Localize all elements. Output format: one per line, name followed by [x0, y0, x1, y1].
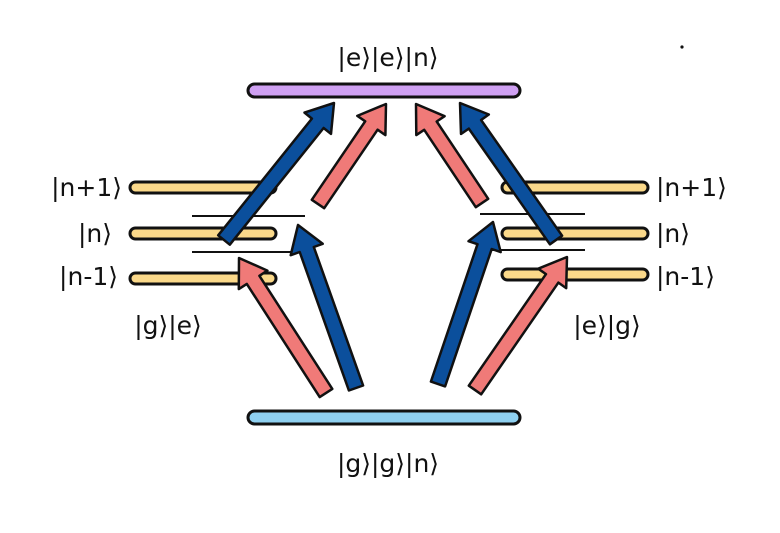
- bottom-level-bar: [246, 409, 522, 426]
- arrow-blue-upper-left: [216, 101, 336, 246]
- right-level-label-n-minus-1: |n-1⟩: [656, 262, 715, 291]
- arrow-blue-lower-left: [289, 223, 365, 392]
- arrow-red-lower-left: [237, 256, 334, 399]
- arrow-red-lower-right: [467, 255, 569, 396]
- right-level-n-plus-1: [500, 180, 650, 195]
- arrow-red-upper-right: [414, 102, 490, 209]
- right-state-label: |e⟩|g⟩: [573, 311, 641, 340]
- right-level-label-n: |n⟩: [656, 219, 690, 248]
- arrow-blue-lower-right: [429, 220, 502, 388]
- bottom-state-label: |g⟩|g⟩|n⟩: [337, 449, 439, 478]
- left-level-label-n: |n⟩: [78, 219, 112, 248]
- top-level-bar: [246, 82, 522, 99]
- transition-arrows: [216, 101, 569, 399]
- right-level-n: [500, 226, 650, 241]
- left-level-label-n-plus-1: |n+1⟩: [51, 173, 122, 202]
- top-state-label: |e⟩|e⟩|n⟩: [337, 43, 438, 72]
- right-level-n-minus-1: [500, 267, 650, 282]
- left-state-label: |g⟩|e⟩: [134, 311, 202, 340]
- arrow-blue-upper-right: [458, 101, 564, 246]
- left-level-label-n-minus-1: |n-1⟩: [59, 262, 118, 291]
- left-level-n: [128, 226, 278, 241]
- stray-dot: [680, 45, 684, 49]
- arrow-red-upper-left: [310, 102, 388, 210]
- right-level-label-n-plus-1: |n+1⟩: [656, 173, 727, 202]
